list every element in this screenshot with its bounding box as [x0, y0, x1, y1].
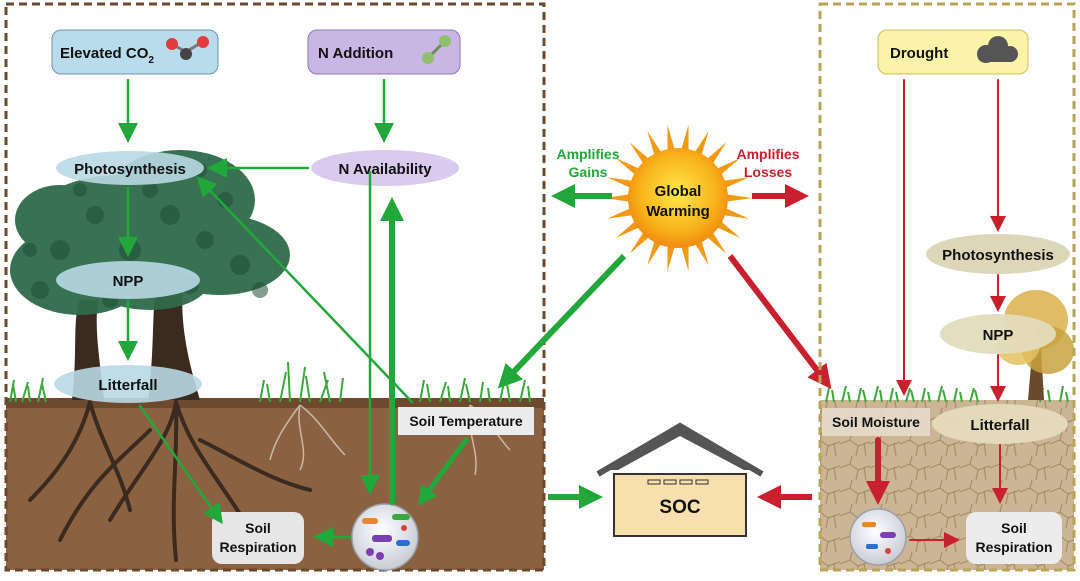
litterfall-node — [54, 365, 202, 403]
co2-molecule-icon — [166, 36, 209, 60]
left-panel: Elevated CO2 N Addition Photosynthesis N… — [4, 2, 546, 572]
sun-ray — [647, 130, 662, 156]
right-soil-respiration-node — [966, 512, 1062, 564]
grass-icon — [9, 361, 531, 403]
soil-moisture-node — [822, 408, 930, 436]
soil-temperature-label: Soil Temperature — [409, 413, 523, 429]
n-addition-label: N Addition — [318, 45, 393, 62]
soc-label: SOC — [659, 497, 700, 518]
left-panel-border — [4, 2, 546, 572]
sun-ray — [681, 244, 689, 272]
sun-label-1: Global — [655, 183, 702, 200]
soil-temperature-node — [398, 407, 534, 435]
npp-label: NPP — [113, 273, 144, 290]
losses-label-1: Amplifies — [736, 146, 799, 162]
co2-label: Elevated CO2 — [60, 45, 154, 66]
sun-ray — [706, 142, 727, 165]
soil-respiration-node — [212, 512, 304, 564]
sun-ray — [725, 194, 752, 202]
sun-ray — [629, 231, 650, 254]
sun-ray — [694, 130, 709, 156]
right-npp-node — [940, 314, 1056, 354]
sun-ray — [607, 207, 634, 219]
sun-ray — [667, 244, 675, 272]
sun-ray — [667, 124, 675, 152]
soil-respiration-label-2: Respiration — [219, 539, 296, 555]
arrow-warming-soil-moisture — [727, 254, 832, 390]
sun-ray — [722, 207, 749, 219]
right-soil-respiration-label-2: Respiration — [975, 539, 1052, 555]
sun-ray — [716, 220, 741, 238]
losses-label-2: Losses — [744, 164, 792, 180]
sun-ray — [716, 158, 741, 176]
photosynthesis-label: Photosynthesis — [74, 161, 186, 178]
arrow-soil-temperature-microbes — [417, 437, 469, 507]
right-photosynthesis-node — [926, 234, 1070, 274]
soil-moisture-label: Soil Moisture — [832, 414, 920, 430]
right-soil-respiration-label-1: Soil — [1001, 520, 1027, 536]
litterfall-label: Litterfall — [98, 377, 157, 394]
n-availability-label: N Availability — [338, 161, 432, 178]
sun-ray — [615, 158, 640, 176]
right-photosynthesis-label: Photosynthesis — [942, 247, 1054, 264]
cloud-icon — [977, 36, 1018, 63]
gains-label-2: Gains — [569, 164, 608, 180]
npp-node — [56, 261, 200, 299]
soil-respiration-label-1: Soil — [245, 520, 271, 536]
photosynthesis-node — [56, 151, 204, 185]
sun-ray — [694, 240, 709, 266]
sun-icon — [604, 124, 752, 272]
right-litterfall-label: Litterfall — [970, 417, 1029, 434]
left-soil-top — [6, 398, 544, 408]
right-npp-label: NPP — [983, 327, 1014, 344]
gains-label-1: Amplifies — [556, 146, 619, 162]
center-panel: Global Warming Amplifies Gains Amplifies… — [497, 124, 832, 537]
house-icon — [596, 422, 764, 537]
sun-ray — [607, 177, 634, 189]
arrow-warming-soil-temperature — [497, 253, 627, 389]
sun-label-2: Warming — [646, 203, 710, 220]
right-panel-border — [818, 2, 1076, 572]
drought-label: Drought — [890, 45, 948, 62]
sun-ray — [615, 220, 640, 238]
sun-ray — [604, 194, 631, 202]
sun-ray — [722, 177, 749, 189]
microbe-icon — [351, 503, 419, 571]
arrow-litterfall-respiration — [138, 404, 223, 525]
sun-ray — [647, 240, 662, 266]
sun-ray — [629, 142, 650, 165]
n-availability-node — [311, 150, 459, 186]
n2-molecule-icon — [422, 35, 451, 64]
sun-ray — [681, 124, 689, 152]
n-addition-box — [307, 29, 461, 75]
right-microbe-icon — [849, 508, 907, 566]
arrow-soil-temperature-photosynthesis — [196, 176, 414, 404]
right-panel: Drought Photosynthesis NPP Soil Moisture… — [818, 2, 1076, 572]
sun-ray — [706, 231, 727, 254]
right-litterfall-node — [932, 404, 1068, 444]
